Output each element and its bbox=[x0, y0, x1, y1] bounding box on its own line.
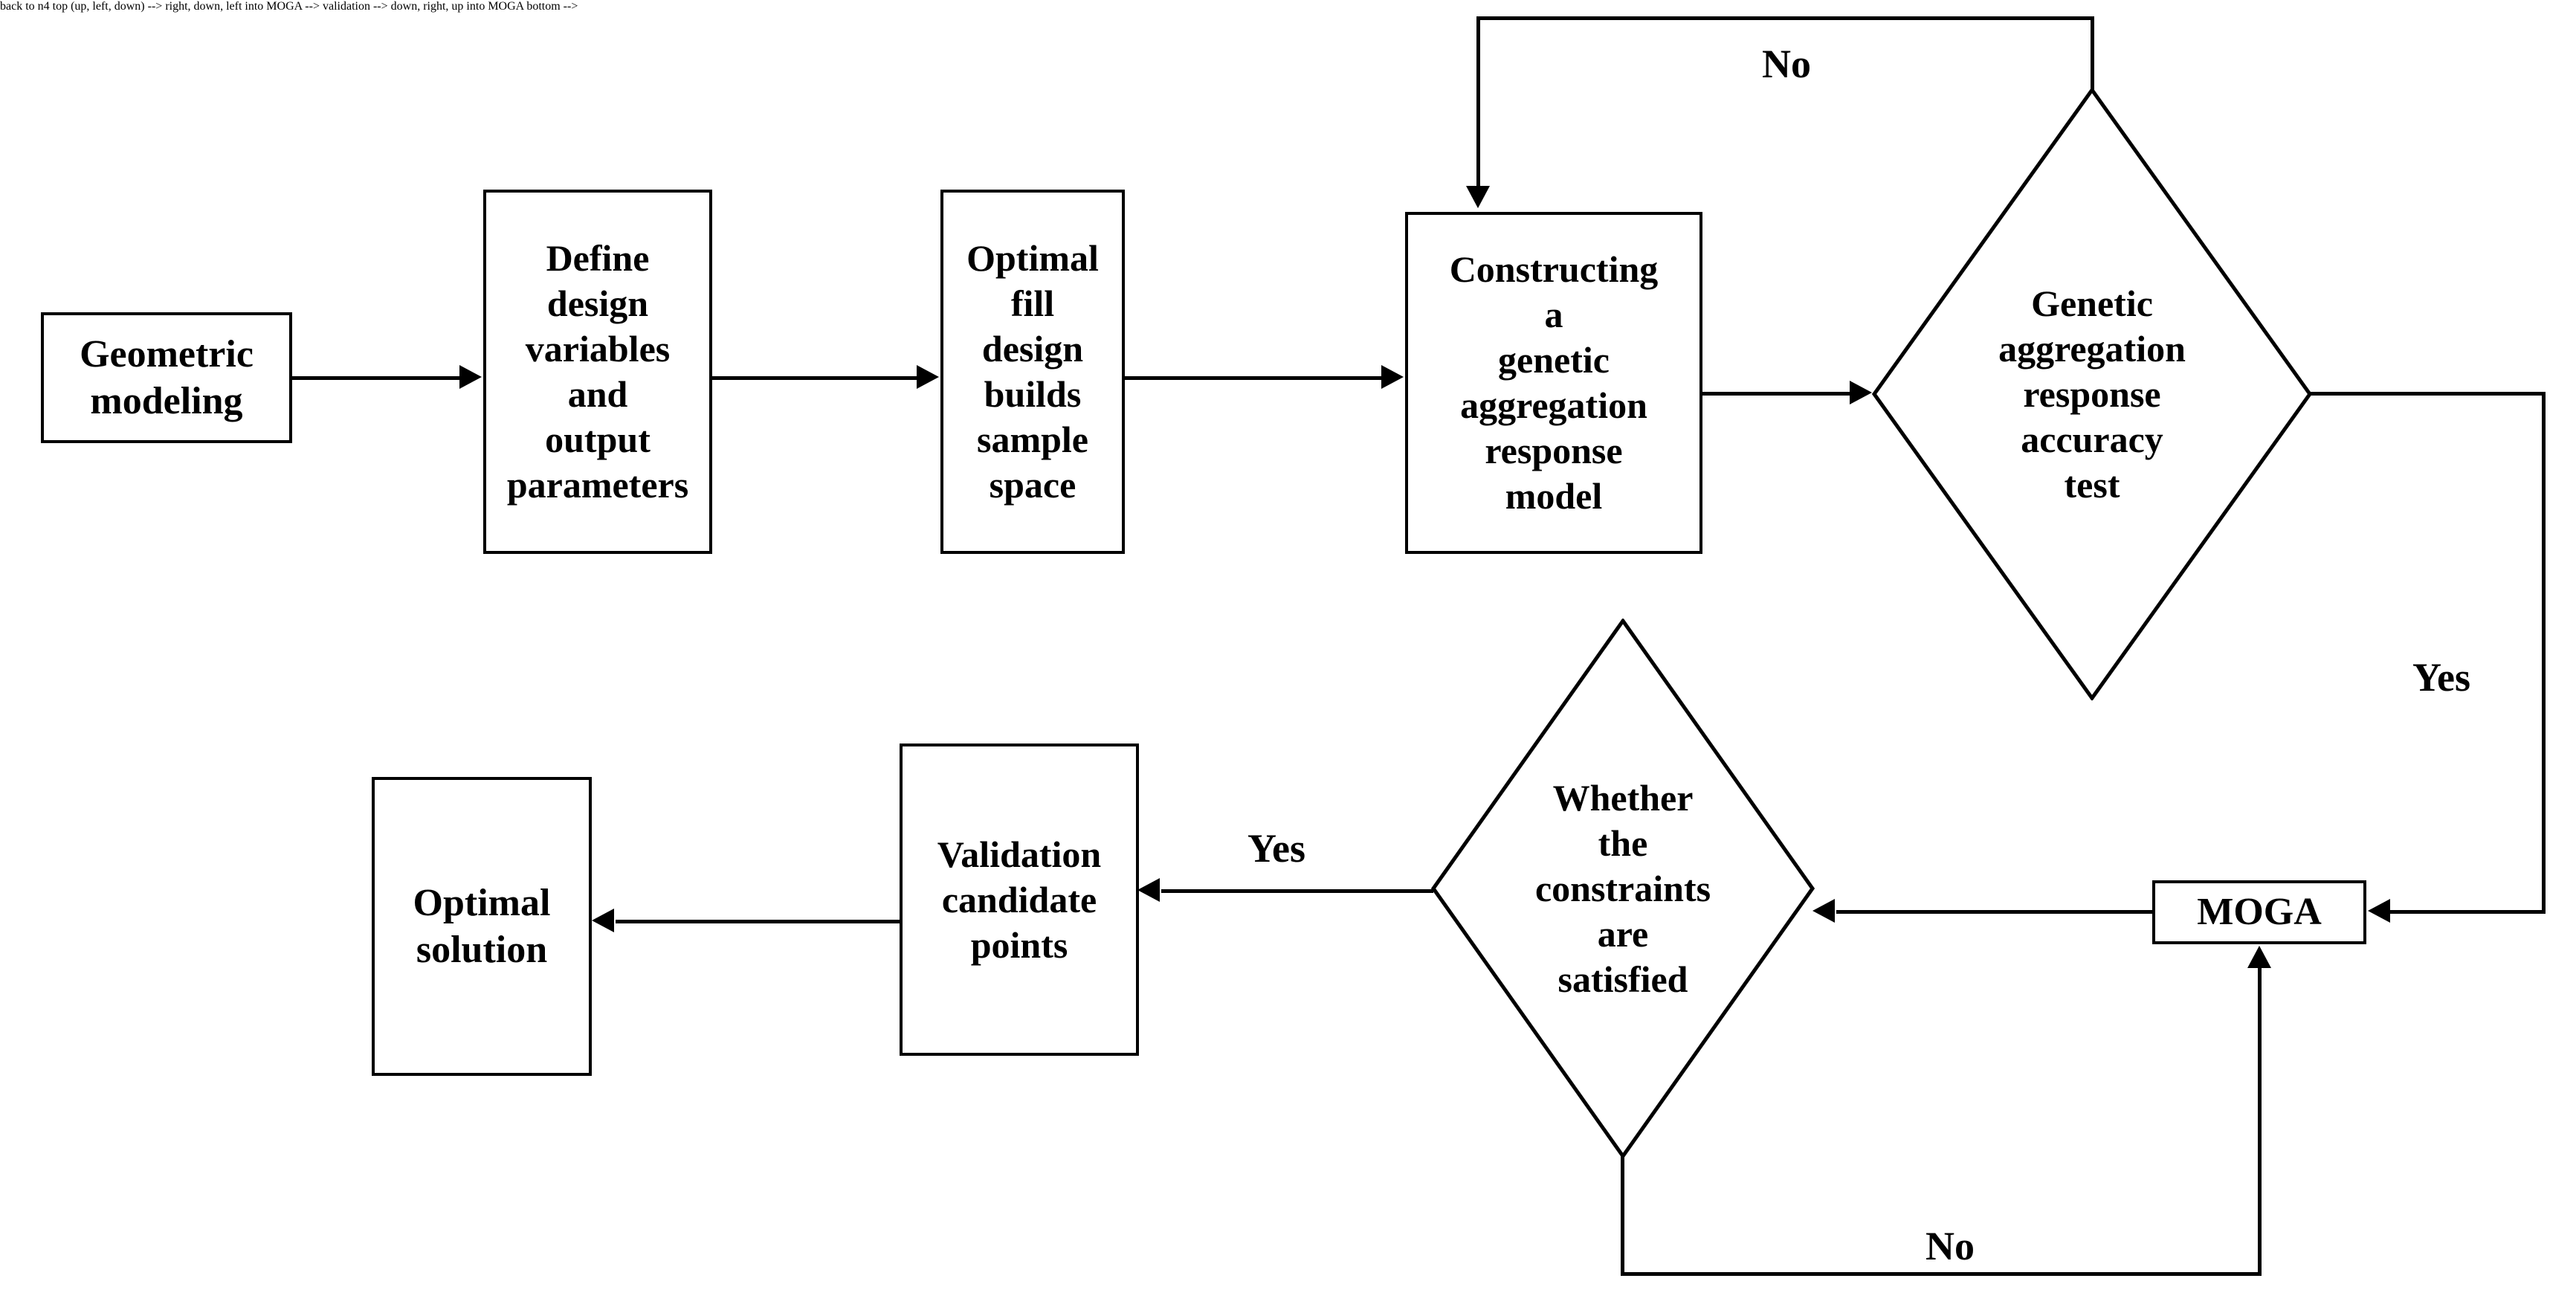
arrowhead-accuracy bbox=[1850, 381, 1872, 404]
edge-geometric-to-define bbox=[292, 376, 461, 380]
edge-yes-accuracy-right bbox=[2309, 392, 2546, 396]
node-validation-points[interactable]: Validation candidate points bbox=[900, 744, 1139, 1056]
edge-no-accuracy-up bbox=[2091, 16, 2094, 94]
node-moga[interactable]: MOGA bbox=[2152, 880, 2366, 944]
edge-validation-to-optimal bbox=[616, 920, 902, 923]
node-constructing-model[interactable]: Constructing a genetic aggregation respo… bbox=[1405, 212, 1702, 554]
node-define-variables[interactable]: Define design variables and output param… bbox=[483, 190, 712, 554]
edge-yes-constraints bbox=[1161, 889, 1433, 893]
edge-moga-to-constraints bbox=[1836, 910, 2154, 914]
edge-no-constraints-up bbox=[2258, 967, 2262, 1274]
decision-constraints[interactable]: Whether the constraints are satisfied bbox=[1431, 619, 1815, 1158]
decision-accuracy-label: Genetic aggregation response accuracy te… bbox=[1998, 282, 2186, 506]
decision-constraints-label: Whether the constraints are satisfied bbox=[1534, 776, 1711, 1000]
edge-label-constraints-yes: Yes bbox=[1247, 826, 1305, 871]
node-optimal-fill[interactable]: Optimal fill design builds sample space bbox=[940, 190, 1125, 554]
arrowhead-optimal-solution bbox=[592, 909, 614, 932]
node-optimal-solution[interactable]: Optimal solution bbox=[372, 777, 592, 1076]
edge-label-accuracy-no: No bbox=[1762, 42, 1811, 86]
decision-accuracy-test[interactable]: Genetic aggregation response accuracy te… bbox=[1872, 88, 2312, 700]
arrowhead-moga-right bbox=[2368, 899, 2390, 923]
arrowhead-moga-bottom bbox=[2247, 946, 2271, 968]
edge-label-accuracy-yes: Yes bbox=[2412, 655, 2470, 700]
edge-define-to-optimalfill bbox=[712, 376, 918, 380]
arrowhead-constraints-right bbox=[1812, 899, 1835, 923]
edge-optimalfill-to-constructing bbox=[1125, 376, 1383, 380]
node-geometric-modeling[interactable]: Geometric modeling bbox=[41, 312, 292, 443]
edge-label-constraints-no: No bbox=[1925, 1224, 1975, 1268]
arrowhead-define bbox=[459, 365, 482, 389]
edge-no-accuracy-down bbox=[1476, 16, 1480, 187]
edge-no-constraints-across bbox=[1621, 1272, 2262, 1276]
edge-no-constraints-down bbox=[1621, 1152, 1624, 1276]
edge-yes-accuracy-into-moga bbox=[2390, 910, 2546, 914]
arrowhead-optimalfill bbox=[917, 365, 939, 389]
edge-no-accuracy-across bbox=[1476, 16, 2094, 20]
arrowhead-constructing bbox=[1381, 365, 1404, 389]
edge-constructing-to-accuracy bbox=[1702, 392, 1851, 396]
edge-yes-accuracy-down bbox=[2542, 392, 2546, 912]
arrowhead-validation bbox=[1137, 878, 1160, 902]
arrowhead-no-accuracy bbox=[1466, 186, 1490, 208]
